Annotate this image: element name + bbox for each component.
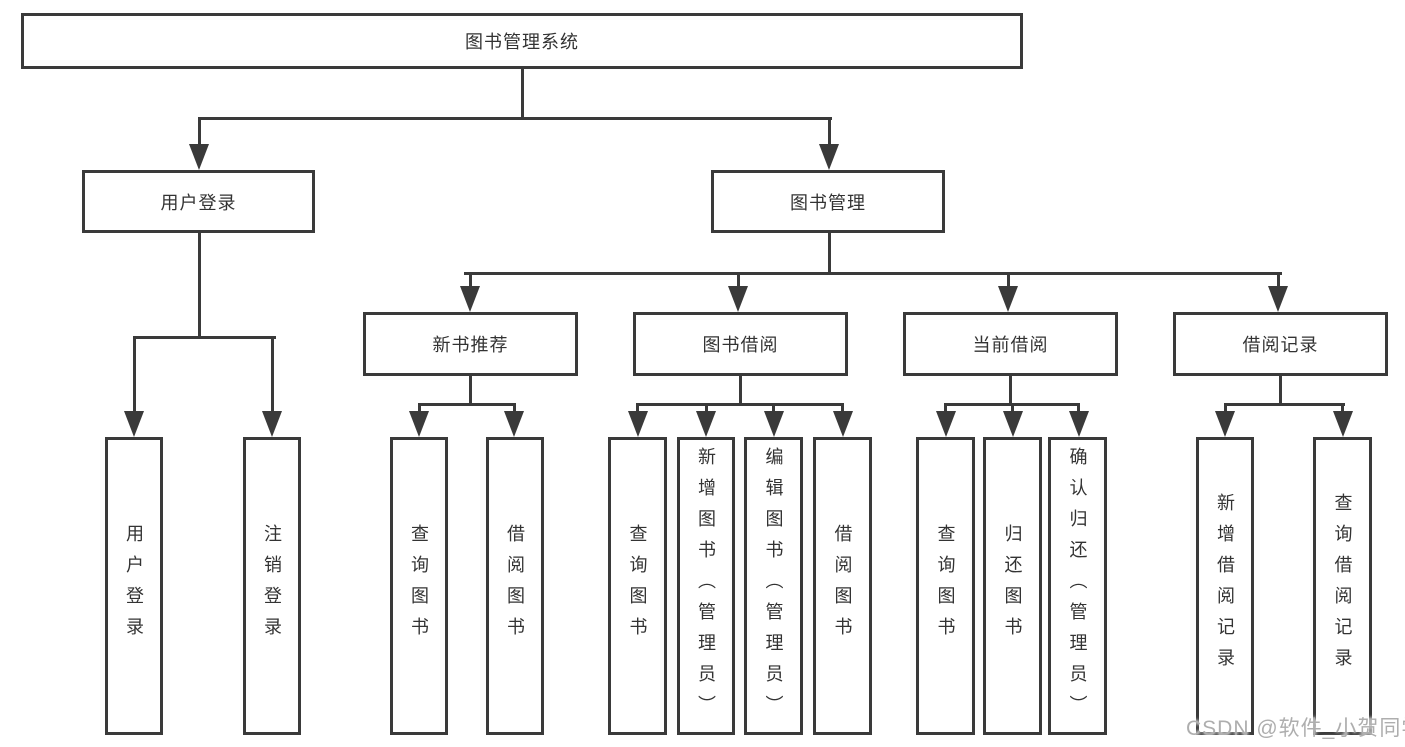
leaf-edit-books-admin: 编辑图书（管理员） — [744, 437, 803, 735]
connector-line — [1011, 403, 1014, 415]
arrowhead-down-icon — [262, 411, 282, 437]
leaf-user-login-label: 用户登录 — [124, 524, 144, 648]
leaf-add-books-admin: 新增图书（管理员） — [677, 437, 735, 735]
node-user-login-label: 用户登录 — [160, 192, 237, 213]
arrowhead-down-icon — [409, 411, 429, 437]
node-book-borrow: 图书借阅 — [633, 312, 848, 376]
leaf-query-books-recommend: 查询图书 — [390, 437, 448, 735]
node-borrow-records: 借阅记录 — [1173, 312, 1388, 376]
arrowhead-down-icon — [1068, 411, 1089, 437]
arrowhead-down-icon — [627, 411, 648, 437]
connector-line — [636, 403, 639, 415]
leaf-query-books-borrow: 查询图书 — [608, 437, 667, 735]
connector-line — [132, 336, 136, 414]
connector-line — [772, 403, 775, 415]
node-book-management-label: 图书管理 — [790, 192, 866, 213]
leaf-user-login: 用户登录 — [105, 437, 163, 735]
leaf-query-books-recommend-label: 查询图书 — [409, 524, 429, 648]
leaf-borrow-books-recommend-label: 借阅图书 — [505, 524, 525, 648]
connector-line — [417, 403, 516, 406]
arrowhead-down-icon — [696, 411, 716, 437]
arrowhead-down-icon — [728, 286, 748, 312]
connector-line — [636, 403, 844, 406]
leaf-query-books-current: 查询图书 — [916, 437, 975, 735]
leaf-logout-label: 注销登录 — [262, 524, 282, 648]
leaf-query-books-borrow-label: 查询图书 — [627, 524, 648, 648]
node-current-borrow: 当前借阅 — [903, 312, 1118, 376]
leaf-query-books-current-label: 查询图书 — [935, 524, 956, 648]
arrowhead-down-icon — [504, 411, 524, 437]
node-root: 图书管理系统 — [21, 13, 1023, 69]
connector-line — [1006, 272, 1010, 290]
connector-line — [827, 232, 831, 275]
connector-line — [1278, 375, 1282, 406]
csdn-watermark: CSDN @软件_小贺同学 — [1186, 717, 1405, 740]
leaf-borrow-books-recommend: 借阅图书 — [486, 437, 544, 735]
leaf-query-borrow-record-label: 查询借阅记录 — [1332, 493, 1353, 679]
arrowhead-down-icon — [1268, 286, 1288, 312]
arrowhead-down-icon — [1215, 411, 1235, 437]
node-root-label: 图书管理系统 — [465, 32, 579, 52]
leaf-add-books-admin-label: 新增图书（管理员） — [696, 446, 716, 726]
connector-line — [704, 403, 708, 415]
connector-line — [736, 272, 740, 290]
connector-line — [841, 403, 844, 415]
arrowhead-down-icon — [998, 286, 1018, 312]
connector-line — [468, 272, 472, 290]
arrowhead-down-icon — [1002, 411, 1023, 437]
connector-line — [1077, 403, 1080, 415]
connector-line — [944, 403, 947, 415]
arrowhead-down-icon — [1332, 411, 1353, 437]
leaf-edit-books-admin-label: 编辑图书（管理员） — [763, 446, 784, 726]
node-user-login: 用户登录 — [82, 170, 315, 233]
arrowhead-down-icon — [832, 411, 853, 437]
leaf-borrow-books: 借阅图书 — [813, 437, 872, 735]
leaf-confirm-return-admin-label: 确认归还（管理员） — [1067, 446, 1088, 726]
arrowhead-down-icon — [819, 144, 839, 170]
leaf-logout: 注销登录 — [243, 437, 301, 735]
node-borrow-records-label: 借阅记录 — [1242, 335, 1319, 355]
connector-line — [464, 272, 1282, 275]
leaf-return-books: 归还图书 — [983, 437, 1042, 735]
leaf-return-books-label: 归还图书 — [1002, 524, 1023, 648]
leaf-borrow-books-label: 借阅图书 — [832, 524, 853, 648]
arrowhead-down-icon — [935, 411, 956, 437]
arrowhead-down-icon — [124, 411, 144, 437]
connector-line — [132, 336, 276, 339]
connector-line — [197, 232, 201, 339]
connector-line — [512, 403, 516, 415]
connector-line — [739, 375, 742, 406]
connector-line — [1223, 403, 1345, 406]
connector-line — [827, 117, 831, 148]
leaf-add-borrow-record-label: 新增借阅记录 — [1215, 493, 1235, 679]
arrowhead-down-icon — [460, 286, 480, 312]
connector-line — [468, 375, 472, 406]
node-book-borrow-label: 图书借阅 — [702, 335, 779, 355]
connector-line — [1341, 403, 1344, 415]
connector-line — [1008, 375, 1012, 406]
arrowhead-down-icon — [189, 144, 209, 170]
node-new-book-recommend: 新书推荐 — [363, 312, 578, 376]
connector-line — [520, 69, 524, 120]
connector-line — [1276, 272, 1280, 290]
connector-line — [197, 117, 201, 148]
leaf-add-borrow-record: 新增借阅记录 — [1196, 437, 1254, 735]
leaf-confirm-return-admin: 确认归还（管理员） — [1048, 437, 1107, 735]
node-new-book-recommend-label: 新书推荐 — [432, 335, 509, 355]
connector-line — [417, 403, 421, 415]
connector-line — [1223, 403, 1227, 415]
connector-line — [270, 336, 274, 414]
node-current-borrow-label: 当前借阅 — [972, 335, 1049, 355]
leaf-query-borrow-record: 查询借阅记录 — [1313, 437, 1372, 735]
node-book-management: 图书管理 — [711, 170, 945, 233]
connector-line — [197, 117, 832, 120]
arrowhead-down-icon — [763, 411, 784, 437]
